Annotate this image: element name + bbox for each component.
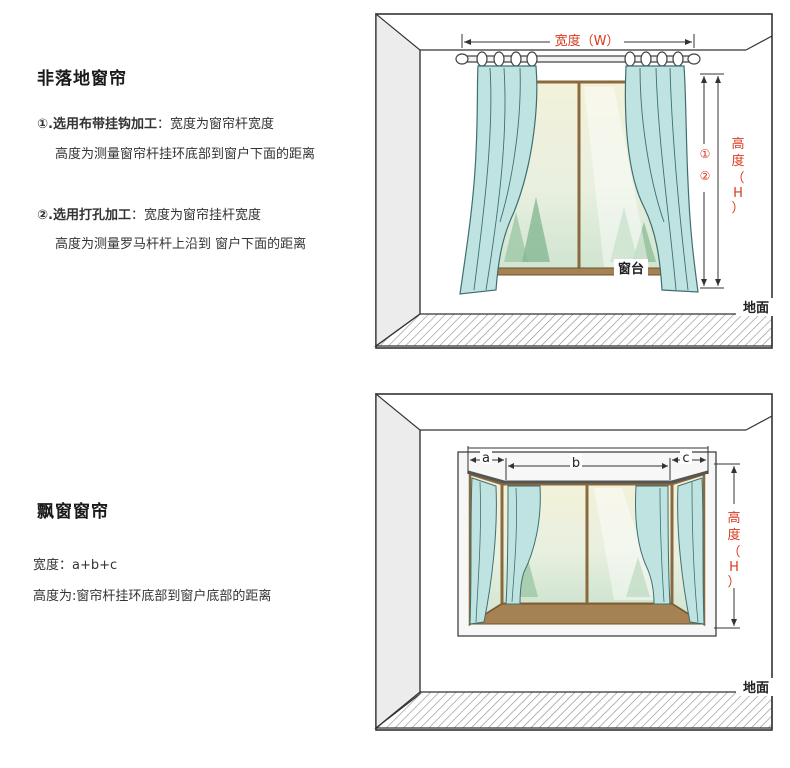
curtain-center-left	[505, 485, 541, 605]
curtain-center-right	[635, 485, 671, 605]
section2-width-formula: 宽度：a+b+c	[33, 558, 118, 573]
label-b: b	[572, 456, 580, 471]
curtain-right-side	[677, 477, 705, 625]
height-label: 高 度 （ H ）	[731, 136, 744, 216]
curtain-left-side	[469, 477, 497, 625]
height-label-char: ）	[727, 575, 740, 590]
section1-item1: ①.选用布带挂钩加工：宽度为窗帘杆宽度	[37, 113, 274, 132]
item1-rest: ：宽度为窗帘杆宽度	[156, 117, 274, 132]
height-label-char: H	[733, 186, 743, 201]
item1-title: ①.选用布带挂钩加工	[37, 117, 157, 132]
height-label-char: 高	[731, 136, 744, 152]
width-label: 宽度（W）	[555, 33, 620, 49]
item2-rest: ：宽度为窗帘挂杆宽度	[130, 208, 261, 223]
curtain-rod	[455, 51, 701, 67]
floor	[374, 691, 773, 729]
width-dimension: 宽度（W）	[461, 32, 695, 49]
marker-1: ①	[700, 147, 711, 161]
left-curtain	[459, 65, 538, 295]
height-dimension-2: 高 度 （ H ）	[714, 463, 742, 629]
height-dimension: ① ② 高 度 （ H ）	[698, 73, 748, 289]
section1-item2-line2: 高度为测量罗马杆杆上沿到 窗户下面的距离	[55, 237, 307, 252]
left-wall	[375, 12, 421, 348]
height-label-char: ）	[731, 201, 744, 216]
section2-title: 飘窗窗帘	[37, 502, 109, 522]
sill-label: 窗台	[618, 261, 644, 277]
section1-item2: ②.选用打孔加工：宽度为窗帘挂杆宽度	[37, 204, 261, 223]
bay-curtain-rod	[467, 470, 709, 484]
height-label-char: 度	[727, 527, 740, 543]
height-label-2: 高 度 （ H ）	[727, 510, 740, 590]
section1-item1-line2: 高度为测量窗帘杆挂环底部到窗户下面的距离	[55, 147, 316, 162]
height-label-char: H	[729, 560, 739, 575]
section1-title: 非落地窗帘	[37, 69, 127, 89]
height-label-char: 高	[727, 510, 740, 526]
section2-height-desc: 高度为:窗帘杆挂环底部到窗户底部的距离	[33, 589, 272, 604]
left-wall	[375, 392, 421, 730]
figure1-window-diagram: 宽度（W） ① ② 高 度 （ H ） 窗台 地面	[374, 12, 776, 349]
item2-title: ②.选用打孔加工	[37, 208, 131, 223]
floor-label-2: 地面	[743, 680, 769, 696]
label-a: a	[482, 451, 490, 466]
floor-label-1: 地面	[743, 300, 769, 316]
right-curtain	[624, 65, 699, 293]
height-label-char: 度	[731, 153, 744, 169]
figure2-bay-window-diagram: a b c 高 度 （ H ） 地面	[374, 392, 776, 731]
label-c: c	[682, 451, 689, 466]
floor	[374, 313, 773, 347]
height-label-char: （	[731, 171, 744, 186]
height-label-char: （	[727, 545, 740, 560]
marker-2: ②	[700, 169, 711, 183]
